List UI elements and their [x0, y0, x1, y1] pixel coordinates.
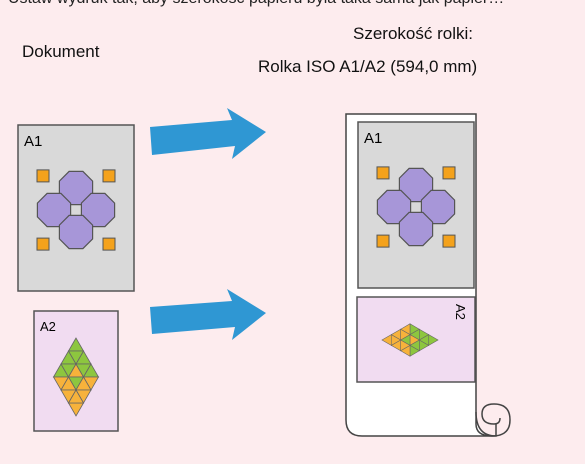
orange-square: [442, 166, 456, 180]
left-a1-art: [36, 169, 116, 251]
purple-octagon: [398, 167, 434, 203]
roll-size-label: Rolka ISO A1/A2 (594,0 mm): [258, 57, 478, 76]
left-a2-art: [52, 337, 100, 417]
right-a2-page: A2: [356, 296, 476, 383]
orange-square: [102, 237, 116, 251]
green-triangle: [67, 350, 85, 365]
green-triangle: [418, 334, 430, 346]
orange-square: [442, 234, 456, 248]
right-a2-art: [381, 323, 439, 357]
top-cut-text: Ustaw wydruk tak, aby szerokość papieru …: [8, 0, 504, 9]
right-a2-diamond: [381, 323, 439, 357]
left-a1-label: A1: [24, 133, 42, 150]
left-a1-page: A1: [17, 124, 135, 292]
arrow-a2: [150, 289, 266, 340]
roll-width-label: Szerokość rolki:: [353, 24, 473, 43]
orange-square: [376, 234, 390, 248]
orange-square: [36, 169, 50, 183]
arrow-a1: [150, 108, 266, 159]
right-a1-page: A1: [357, 121, 475, 289]
left-a2-page: A2: [33, 310, 119, 432]
purple-octagon: [420, 189, 456, 225]
purple-octagon: [398, 211, 434, 247]
left-a2-label: A2: [40, 319, 56, 334]
orange-square: [102, 169, 116, 183]
orange-square: [36, 237, 50, 251]
purple-octagon: [80, 192, 116, 228]
orange-triangle: [67, 389, 85, 404]
purple-octagon: [36, 192, 72, 228]
orange-triangle: [390, 334, 402, 346]
purple-octagon: [58, 214, 94, 250]
right-a1-art: [376, 166, 456, 248]
right-a2-label: A2: [453, 304, 468, 320]
right-a1-label: A1: [364, 130, 382, 147]
document-label: Dokument: [22, 42, 100, 61]
roll-curl: [481, 403, 511, 437]
orange-square: [376, 166, 390, 180]
purple-octagon: [376, 189, 412, 225]
purple-octagon: [58, 170, 94, 206]
